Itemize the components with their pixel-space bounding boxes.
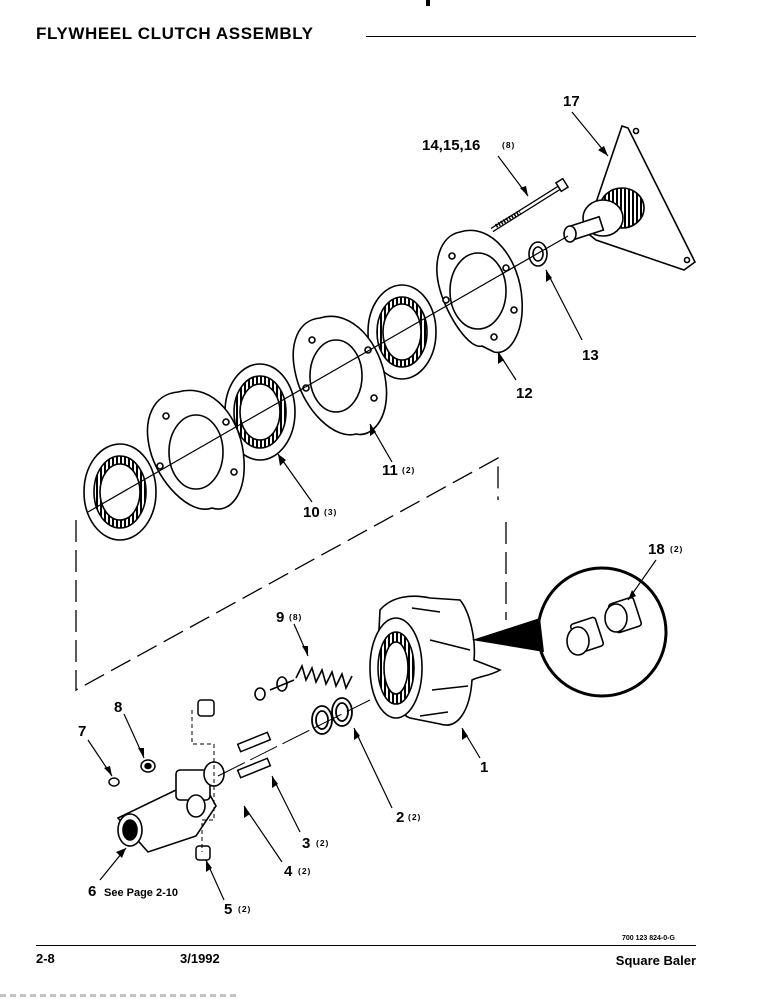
axis-line-upper [87, 235, 569, 513]
part-9-spring [254, 663, 353, 701]
callout-6: 6 [88, 883, 96, 900]
document-number: 700 123 824-0-G [622, 935, 675, 942]
part-17-hub-plate [563, 124, 697, 271]
callout-3: 3 [302, 835, 310, 852]
page-title: FLYWHEEL CLUTCH ASSEMBLY [36, 24, 314, 43]
callout-9: 9 [276, 609, 284, 626]
callout-5-qty: (2) [238, 904, 251, 914]
part-13-washer [528, 241, 548, 267]
callout-4: 4 [284, 863, 293, 880]
callout-11-qty: (2) [402, 465, 415, 475]
footer-rule [36, 945, 696, 946]
callout-6-reference: See Page 2-10 [104, 887, 178, 899]
part-11-separator-plate-upper [292, 315, 388, 436]
callout-5: 5 [224, 901, 232, 918]
callout-9-qty: (8) [289, 612, 302, 622]
part-18-detail-view [472, 566, 668, 698]
top-edge-mark [426, 0, 430, 6]
leader-arrowheads [104, 146, 636, 872]
part-7-8-hardware [108, 759, 156, 787]
callout-18-qty: (2) [670, 544, 683, 554]
callout-10: 10 [303, 504, 320, 521]
part-10-friction-disc-middle [224, 363, 296, 461]
product-name: Square Baler [615, 953, 696, 968]
callout-11: 11 [382, 462, 398, 479]
callout-8: 8 [114, 699, 122, 716]
page-number: 2-8 [36, 951, 55, 966]
part-14-bolt [490, 177, 570, 233]
revision-date: 3/1992 [180, 951, 220, 966]
part-5-clips [195, 699, 215, 861]
callout-14-qty: (8) [502, 140, 515, 150]
assembly-dash-line [75, 456, 499, 692]
callout-10-qty: (3) [324, 507, 337, 517]
callout-13: 13 [582, 347, 599, 364]
callout-7: 7 [78, 723, 86, 740]
callout-3-qty: (2) [316, 838, 329, 848]
callout-1: 1 [480, 759, 488, 776]
callout-17: 17 [563, 93, 580, 110]
part-3-pins [236, 731, 272, 779]
part-2-rings [311, 697, 353, 735]
axis-line-lower [217, 699, 371, 777]
part-12-pressure-plate [436, 229, 523, 354]
scan-artifact [0, 994, 240, 997]
callout-2-qty: (2) [408, 812, 421, 822]
callout-2: 2 [396, 809, 404, 826]
callout-4-qty: (2) [298, 866, 311, 876]
part-6-yoke [116, 761, 225, 853]
part-4-dash-bracket [191, 710, 215, 852]
part-1-clutch-housing [369, 595, 502, 726]
title-rule [366, 36, 696, 37]
callout-18: 18 [648, 541, 665, 558]
part-10-friction-disc-left [83, 443, 157, 541]
callout-12: 12 [516, 385, 533, 402]
callout-14-15-16: 14,15,16 [422, 137, 480, 154]
